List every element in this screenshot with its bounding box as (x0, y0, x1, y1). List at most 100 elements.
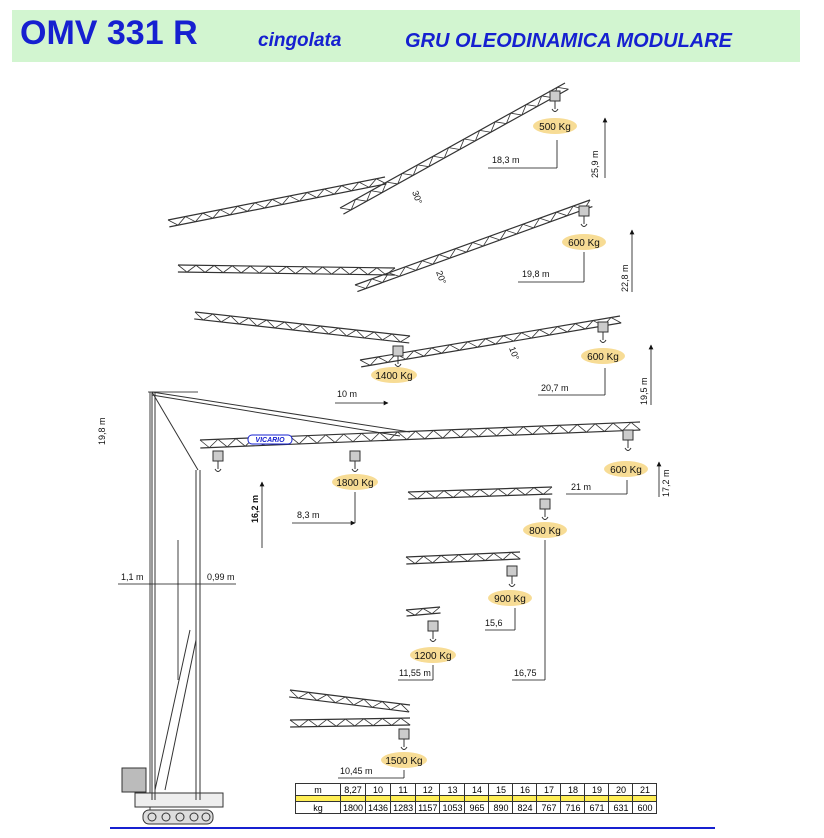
hook-20 (578, 205, 590, 227)
boom-20-front (354, 199, 593, 293)
inner-radius-label-10: 10 m (337, 389, 357, 399)
load-cell: 965 (464, 801, 490, 814)
svg-text:VICARIO: VICARIO (255, 437, 285, 444)
mast (151, 391, 411, 800)
hook-10-inner (392, 345, 404, 367)
inner-radius-label-horizontal: 8,3 m (297, 510, 320, 520)
load-600-horizontal: 600 Kg (604, 461, 648, 477)
highlight-row (295, 795, 658, 802)
height-label-30: 25,9 m (590, 150, 600, 178)
boom-30-front (339, 82, 569, 215)
load-1400-10deg: 1400 Kg (371, 367, 417, 383)
load-cell: 600 (632, 801, 658, 814)
radius-label-900: 15,6 (485, 618, 503, 628)
radius-label-30: 18,3 m (492, 155, 520, 165)
load-600-20deg: 600 Kg (562, 234, 606, 250)
radius-cell: 15 (488, 783, 514, 796)
boom-1200 (405, 606, 441, 617)
boom-folded-upper (289, 689, 411, 713)
load-row-label: kg (295, 801, 341, 814)
svg-text:1200 Kg: 1200 Kg (414, 651, 451, 662)
svg-text:1400 Kg: 1400 Kg (375, 371, 412, 382)
load-cell: 716 (560, 801, 586, 814)
height-label-horizontal: 17,2 m (661, 469, 671, 497)
load-cell: 1436 (365, 801, 392, 814)
angle-label-20: 20° (434, 269, 448, 286)
boom-30-rear (167, 176, 387, 228)
radius-cell: 12 (415, 783, 441, 796)
radius-cell: 17 (536, 783, 562, 796)
load-cell: 1283 (390, 801, 417, 814)
load-800: 800 Kg (523, 522, 567, 538)
height-label-10: 19,5 m (639, 377, 649, 405)
hook-800 (539, 498, 551, 520)
load-cell: 890 (488, 801, 514, 814)
radius-label-20: 19,8 m (522, 269, 550, 279)
load-1200: 1200 Kg (410, 647, 456, 663)
load-500-30deg: 500 Kg (533, 118, 577, 134)
offset-right-label: 0,99 m (207, 572, 235, 582)
radius-cell: 20 (608, 783, 634, 796)
load-1800-horizontal: 1800 Kg (332, 474, 378, 490)
crawler-base (121, 767, 224, 825)
boom-20-rear (177, 264, 396, 276)
hook-height-label: 16,2 m (250, 495, 260, 523)
hook-30 (549, 90, 561, 112)
radius-cell: 19 (584, 783, 610, 796)
radius-cell: 16 (512, 783, 538, 796)
svg-text:600 Kg: 600 Kg (587, 352, 619, 363)
radius-cell: 11 (390, 783, 417, 796)
radius-cell: 14 (464, 783, 490, 796)
angle-label-30: 30° (410, 189, 424, 206)
boom-folded-lower (289, 717, 411, 728)
vicario-logo: VICARIO (247, 434, 293, 445)
boom-800 (407, 486, 553, 500)
load-cell: 1053 (439, 801, 466, 814)
load-cell: 631 (608, 801, 634, 814)
description-title: GRU OLEODINAMICA MODULARE (405, 30, 733, 52)
svg-text:500 Kg: 500 Kg (539, 122, 571, 133)
svg-text:600 Kg: 600 Kg (568, 238, 600, 249)
hook-horizontal-inner-2 (349, 450, 361, 472)
radius-label-folded: 10,45 m (340, 766, 373, 776)
load-600-10deg: 600 Kg (581, 348, 625, 364)
load-900: 900 Kg (488, 590, 532, 606)
radius-cell: 21 (632, 783, 658, 796)
hook-1500 (398, 728, 410, 750)
load-cell: 671 (584, 801, 610, 814)
svg-text:1500 Kg: 1500 Kg (385, 756, 422, 767)
radius-label-10: 20,7 m (541, 383, 569, 393)
radius-row-label: m (295, 783, 341, 796)
boom-10-rear (194, 311, 411, 344)
radius-label-1200: 11,55 m (399, 668, 431, 678)
load-cell: 767 (536, 801, 562, 814)
svg-text:600 Kg: 600 Kg (610, 465, 642, 476)
radius-cell: 10 (365, 783, 392, 796)
hook-horizontal-inner-1 (212, 450, 224, 472)
model-title: OMV 331 R (20, 14, 198, 52)
svg-text:800 Kg: 800 Kg (529, 526, 561, 537)
outer-radius-label-900: 16,75 (514, 668, 537, 678)
hook-10 (597, 321, 609, 343)
svg-text:1800 Kg: 1800 Kg (336, 478, 373, 489)
height-label-20: 22,8 m (620, 264, 630, 292)
hook-horizontal-tip (622, 429, 634, 451)
variant-title: cingolata (258, 30, 342, 51)
boom-horizontal (199, 421, 641, 449)
load-cell: 1800 (339, 801, 367, 814)
boom-900 (405, 551, 521, 565)
load-cell: 1157 (415, 801, 441, 814)
angle-label-10: 10° (507, 345, 521, 362)
radius-label-horizontal: 21 m (571, 482, 591, 492)
svg-text:900 Kg: 900 Kg (494, 594, 526, 605)
offset-left-label: 1,1 m (121, 572, 144, 582)
radius-cell: 8,27 (339, 783, 367, 796)
load-cell: 824 (512, 801, 538, 814)
radius-cell: 18 (560, 783, 586, 796)
radius-cell: 13 (439, 783, 466, 796)
title-banner (12, 10, 800, 62)
